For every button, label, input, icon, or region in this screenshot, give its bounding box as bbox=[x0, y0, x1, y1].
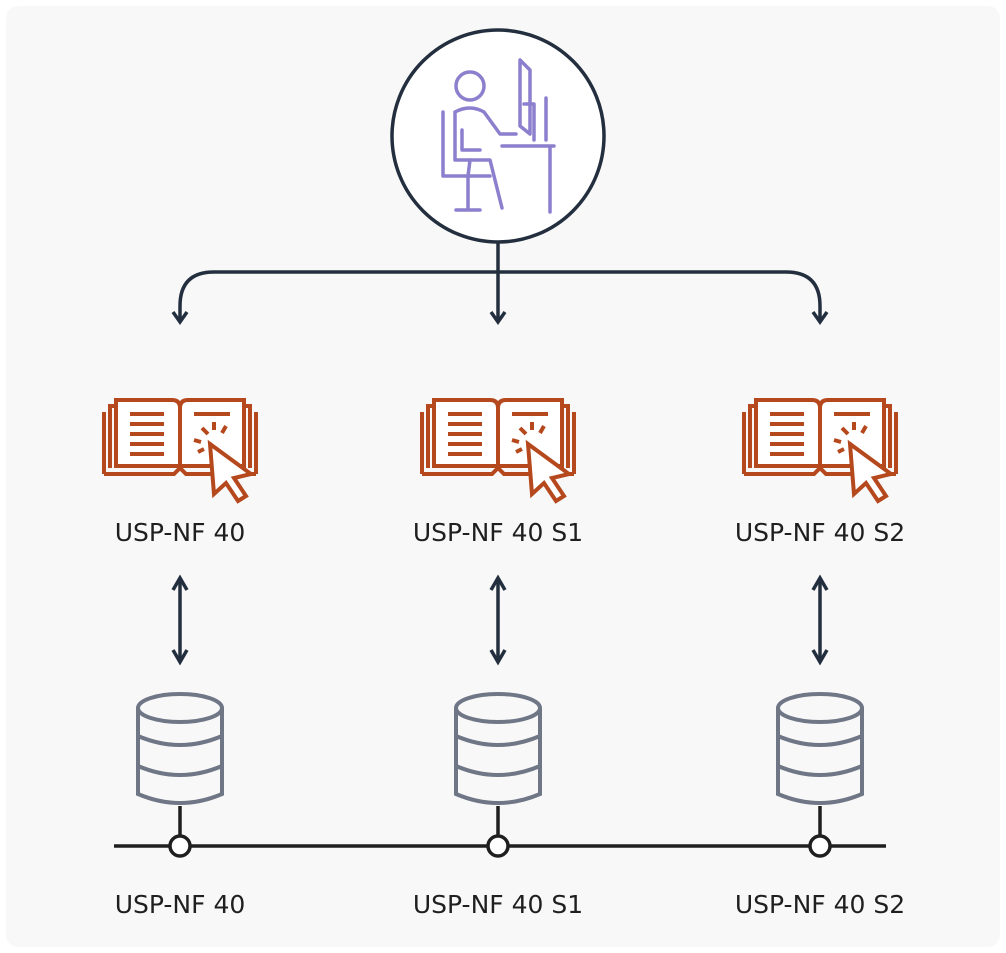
database-label: USP-NF 40 S2 bbox=[734, 890, 906, 919]
database-label: USP-NF 40 S1 bbox=[412, 890, 584, 919]
connector-right bbox=[498, 270, 822, 320]
database-icon bbox=[776, 692, 864, 805]
book-click-icon bbox=[420, 398, 576, 503]
book-click-icon bbox=[102, 398, 258, 503]
bidirectional-arrow bbox=[171, 576, 189, 664]
bus-node bbox=[168, 834, 192, 858]
database-label: USP-NF 40 bbox=[114, 890, 246, 919]
user-connectors bbox=[171, 242, 829, 326]
connector-left bbox=[178, 270, 498, 320]
book-label: USP-NF 40 S1 bbox=[412, 518, 584, 547]
bidirectional-arrow bbox=[811, 576, 829, 664]
user-node bbox=[390, 28, 606, 244]
book-label: USP-NF 40 bbox=[114, 518, 246, 547]
bus-node bbox=[808, 834, 832, 858]
network-bus bbox=[114, 806, 886, 858]
bus-node bbox=[486, 834, 510, 858]
bidirectional-arrow bbox=[489, 576, 507, 664]
database-icon bbox=[136, 692, 224, 805]
book-click-icon bbox=[742, 398, 898, 503]
user-at-computer-icon bbox=[441, 58, 556, 214]
book-label: USP-NF 40 S2 bbox=[734, 518, 906, 547]
user-circle bbox=[390, 28, 606, 244]
database-icon bbox=[454, 692, 542, 805]
